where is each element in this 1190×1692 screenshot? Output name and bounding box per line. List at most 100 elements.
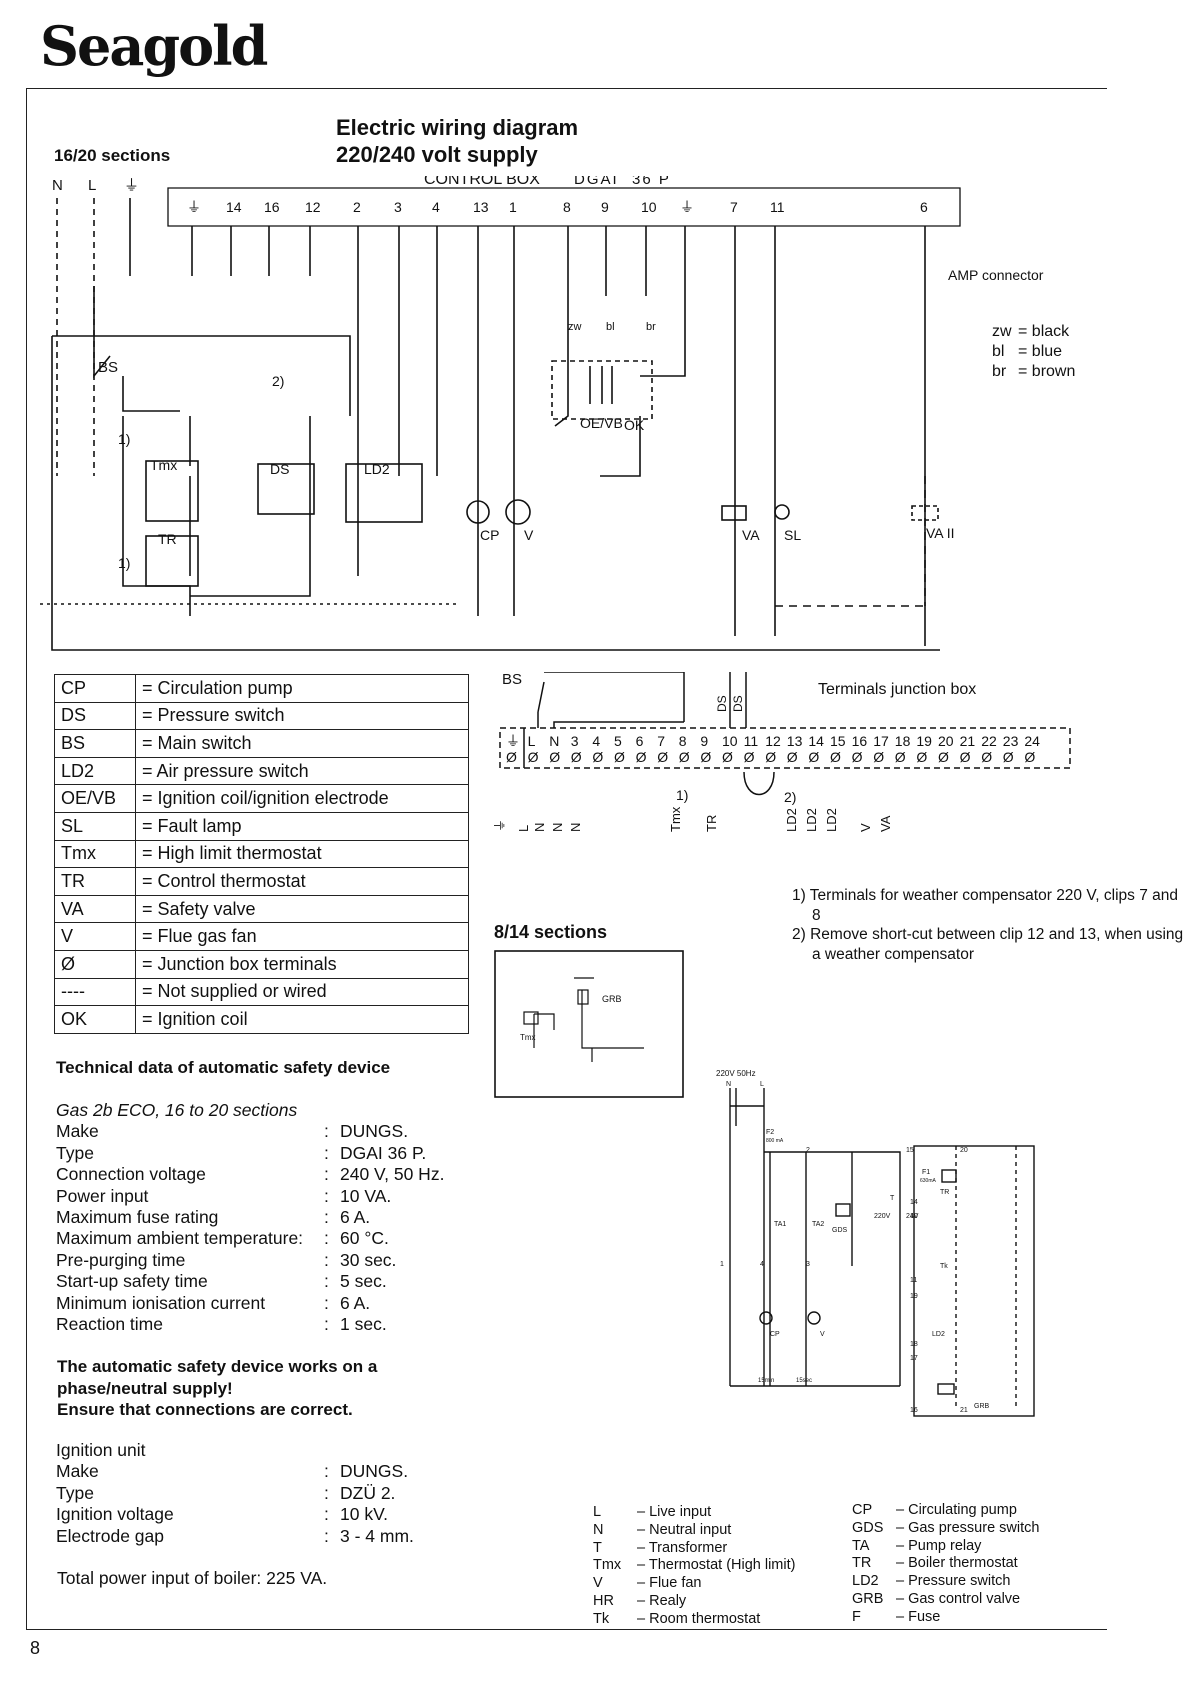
abbreviation-row: TR– Boiler thermostat	[852, 1555, 1039, 1573]
legend-code: Tmx	[54, 839, 136, 869]
abbreviation-value: – Gas pressure switch	[896, 1519, 1040, 1536]
junction-terminal-symbol: Ø	[744, 749, 755, 765]
abbreviation-key: N	[593, 1521, 604, 1538]
schematic-supply: 220V 50Hz	[716, 1069, 756, 1078]
junction-bottom-label: L	[516, 825, 531, 832]
spec-row: Make:DUNGS.	[56, 1121, 444, 1142]
junction-terminal-symbol: Ø	[895, 749, 906, 765]
junction-terminal: 10	[722, 733, 738, 749]
control-box-terminal: 11	[770, 199, 785, 215]
spec-key: Electrode gap	[56, 1525, 164, 1546]
spec-key: Connection voltage	[56, 1164, 206, 1185]
legend-desc: Ignition coil/ignition electrode	[157, 788, 389, 809]
abbreviation-key: TA	[852, 1537, 870, 1554]
spec-value: 60 °C.	[340, 1228, 389, 1249]
spec-colon: :	[324, 1292, 329, 1313]
jb-bs-label: BS	[502, 672, 522, 688]
junction-terminal-symbol: Ø	[852, 749, 863, 765]
spec-colon: :	[324, 1525, 329, 1546]
schematic-ta1: TA1	[774, 1221, 786, 1228]
abbreviation-key: Tmx	[593, 1557, 622, 1574]
control-box-terminal: ⏚	[680, 199, 694, 215]
legend-desc: Fault lamp	[157, 815, 242, 836]
abbreviation-row: LD2– Pressure switch	[852, 1573, 1039, 1591]
legend-code: BS	[54, 729, 136, 758]
schematic-f2: F2	[766, 1129, 774, 1136]
legend-code: OK	[54, 1005, 136, 1034]
junction-terminal: 4	[592, 733, 600, 749]
jb-note-1: 1)	[676, 787, 688, 803]
schematic-node: 15	[906, 1147, 914, 1154]
junction-terminal: 20	[938, 733, 954, 749]
junction-terminal: 12	[765, 733, 781, 749]
spec-colon: :	[324, 1121, 329, 1142]
small-grb: GRB	[602, 994, 622, 1004]
small-tmx: Tmx	[520, 1033, 536, 1042]
abbreviation-row: V– Flue fan	[593, 1575, 795, 1593]
schematic-node: 16	[910, 1407, 918, 1414]
legend-desc-cell: = Control thermostat	[135, 867, 469, 896]
abbreviation-key: L	[593, 1504, 602, 1520]
color-meaning: blue	[1031, 343, 1063, 360]
color-code: bl	[992, 343, 1005, 360]
junction-terminal: 6	[636, 733, 644, 749]
color-meaning: black	[1031, 323, 1070, 340]
spec-colon: :	[324, 1482, 329, 1503]
spec-key: Reaction time	[56, 1313, 163, 1334]
legend-desc: Not supplied or wired	[157, 981, 327, 1002]
legend-desc-cell: = Circulation pump	[135, 674, 469, 703]
abbreviation-row: F– Fuse	[852, 1609, 1039, 1627]
junction-bottom-label: N	[550, 823, 565, 832]
spec-value: 10 kV.	[340, 1504, 389, 1525]
spec-key: Power input	[56, 1185, 149, 1206]
junction-bottom-label: LD2	[824, 808, 839, 832]
control-box-terminal: ⏚	[187, 199, 201, 215]
abbreviation-value: – Room thermostat	[637, 1610, 761, 1627]
legend-code: V	[54, 922, 136, 951]
spec-key: Make	[56, 1461, 99, 1482]
abbreviation-key: F	[852, 1608, 861, 1625]
legend-desc: Control thermostat	[157, 870, 306, 891]
wire-color-key: zw= black bl= blue br= brown	[992, 322, 1075, 382]
junction-terminal: 21	[960, 733, 976, 749]
sl-label: SL	[784, 527, 801, 543]
schematic-ta2: TA2	[812, 1221, 824, 1228]
junction-terminal-symbol: Ø	[960, 749, 971, 765]
supply-warning: The automatic safety device works on a p…	[57, 1356, 377, 1421]
control-box-terminal: 16	[264, 199, 280, 215]
legend-code: VA	[54, 894, 136, 924]
spec-colon: :	[324, 1504, 329, 1525]
legend-row: Ø= Junction box terminals	[54, 949, 469, 979]
spec-colon: :	[324, 1249, 329, 1270]
note-2: 2) Remove short-cut between clip 12 and …	[792, 926, 1184, 963]
schematic-grb: GRB	[974, 1403, 990, 1410]
legend-row: BS= Main switch	[54, 729, 469, 758]
spec-value: DUNGS.	[340, 1121, 409, 1142]
schematic-24v: 24V	[906, 1213, 919, 1220]
legend-desc: Safety valve	[157, 898, 256, 919]
legend-code: LD2	[54, 756, 136, 786]
junction-terminal: N	[549, 733, 559, 749]
schematic-time-2: 15sec	[796, 1378, 812, 1384]
schematic-node: 1	[720, 1261, 724, 1268]
spec-key: Maximum fuse rating	[56, 1206, 219, 1227]
spec-value: 6 A.	[340, 1292, 371, 1313]
abbreviation-value: – Live input	[637, 1504, 712, 1520]
junction-box-diagram: ⏚ØLØNØ3Ø4Ø5Ø6Ø7Ø8Ø9Ø10Ø11Ø12Ø13Ø14Ø15Ø16…	[494, 672, 1071, 832]
junction-bottom-label: V	[858, 823, 873, 832]
note-1-marker-lower: 1)	[118, 555, 130, 571]
legend-desc-cell: = Air pressure switch	[135, 756, 469, 786]
schematic-node: 3	[806, 1261, 810, 1268]
spec-value: 6 A.	[340, 1206, 371, 1227]
junction-bottom-label: Tmx	[668, 806, 683, 832]
color-meaning: brown	[1031, 363, 1076, 380]
spec-row: Type:DZÜ 2.	[56, 1483, 414, 1504]
junction-bottom-label: ⏚	[494, 819, 507, 832]
conn-br: br	[646, 321, 656, 333]
junction-terminal: 14	[808, 733, 824, 749]
ds-label: DS	[270, 461, 289, 477]
legend-desc-cell: = Junction box terminals	[135, 949, 469, 979]
spec-row: Pre-purging time:30 sec.	[56, 1250, 444, 1271]
spec-row: Maximum ambient temperature::60 °C.	[56, 1228, 444, 1249]
junction-bottom-label: N	[568, 823, 583, 832]
